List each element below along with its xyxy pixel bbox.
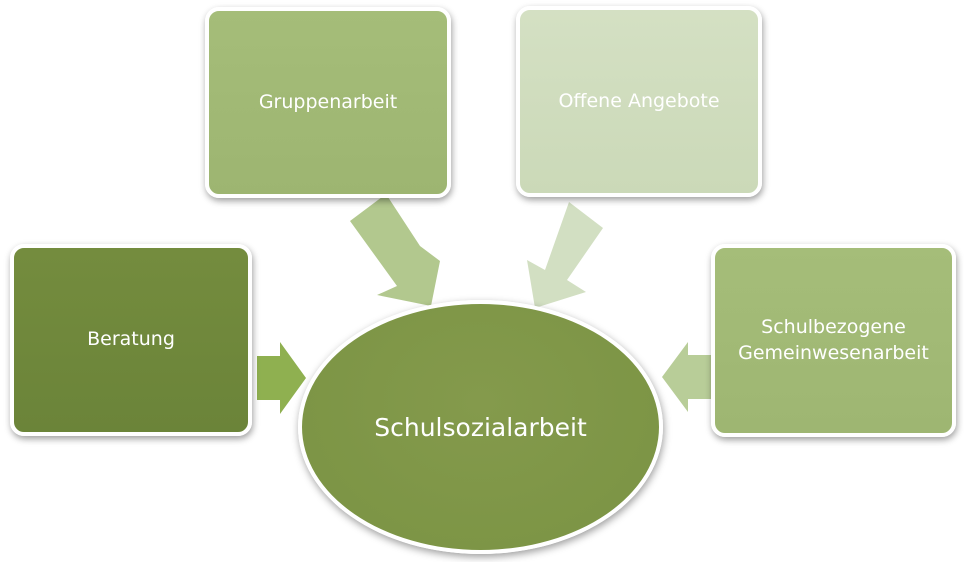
arrow-gruppenarbeit [350, 194, 440, 306]
node-beratung: Beratung [10, 244, 252, 436]
arrow-schulbezogene [662, 342, 711, 412]
node-label: Beratung [87, 328, 175, 351]
center-node: Schulsozialarbeit [298, 300, 663, 554]
center-label: Schulsozialarbeit [374, 412, 587, 442]
node-label: Offene Angebote [558, 89, 720, 112]
node-schulbezogene-gemeinwesenarbeit: Schulbezogene Gemeinwesenarbeit [711, 244, 956, 437]
arrow-beratung [257, 342, 306, 414]
node-gruppenarbeit: Gruppenarbeit [205, 7, 451, 198]
node-label: Schulbezogene Gemeinwesenarbeit [738, 315, 929, 364]
node-label: Gruppenarbeit [258, 90, 398, 113]
arrow-offene-angebote [527, 202, 603, 308]
node-offene-angebote: Offene Angebote [516, 6, 762, 197]
